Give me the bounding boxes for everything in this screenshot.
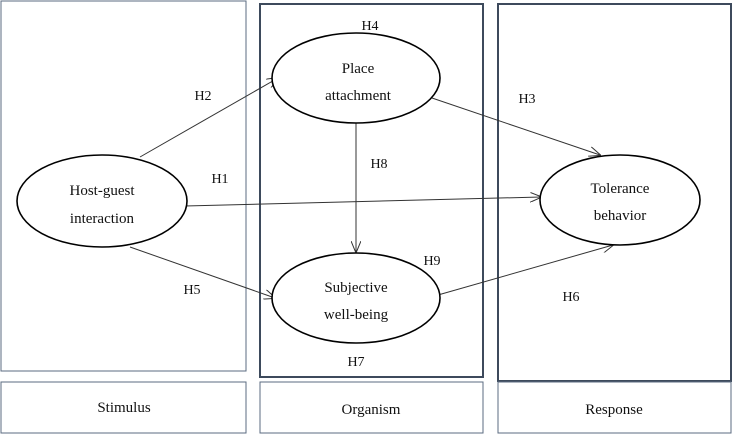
organism-caption-box <box>259 381 484 434</box>
node-subjective-well-being <box>271 252 441 344</box>
hypothesis-h7-label: H7 <box>347 355 364 370</box>
hypothesis-h4-label: H4 <box>361 19 378 34</box>
edge-h2 <box>139 78 278 158</box>
hypothesis-h8-label: H8 <box>370 157 387 172</box>
edge-h3 <box>431 97 600 155</box>
stimulus-label: Stimulus <box>97 400 151 416</box>
subjective-well-being-line-1: Subjective <box>324 280 388 296</box>
place-attachment-line-2: attachment <box>325 88 392 104</box>
node-host-guest-interaction <box>16 154 188 248</box>
tolerance-behavior-line-1: Tolerance <box>591 181 650 197</box>
edge-h6 <box>437 245 613 296</box>
stimulus-panel <box>0 0 247 372</box>
subjective-well-being-line-2: well-being <box>324 307 389 323</box>
place-attachment-line-1: Place <box>342 61 375 77</box>
organism-label: Organism <box>342 402 401 418</box>
organism-panel <box>259 3 484 378</box>
host-guest-line-1: Host-guest <box>70 183 136 199</box>
node-place-attachment <box>271 32 441 124</box>
response-panel <box>497 3 732 382</box>
hypothesis-h3-label: H3 <box>518 92 535 107</box>
edge-h1 <box>184 197 541 207</box>
hypothesis-h9-label: H9 <box>423 254 440 269</box>
edge-h5 <box>129 246 275 298</box>
hypothesis-h6-label: H6 <box>562 290 579 305</box>
response-caption-box <box>497 381 732 434</box>
node-tolerance-behavior <box>539 154 701 246</box>
hypothesis-h1-label: H1 <box>211 172 228 187</box>
stimulus-caption-box <box>0 381 247 434</box>
host-guest-line-2: interaction <box>70 211 135 227</box>
hypothesis-h5-label: H5 <box>183 283 200 298</box>
hypothesis-h2-label: H2 <box>194 89 211 104</box>
tolerance-behavior-line-2: behavior <box>594 208 646 224</box>
response-label: Response <box>585 402 643 418</box>
